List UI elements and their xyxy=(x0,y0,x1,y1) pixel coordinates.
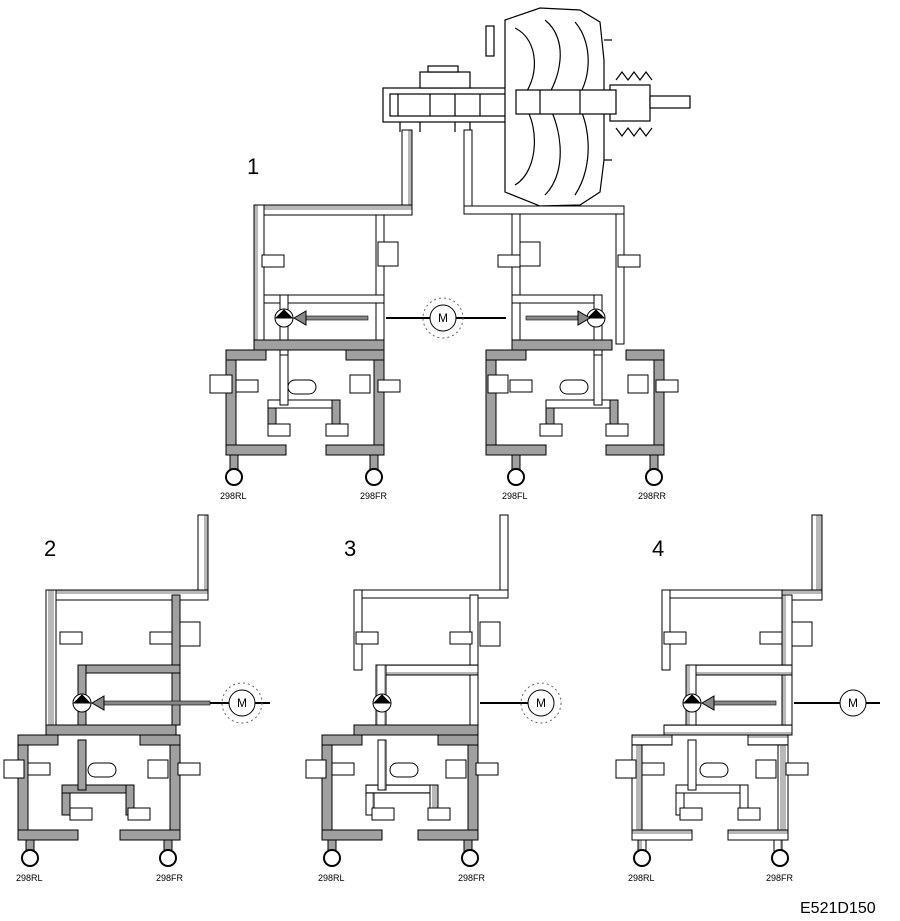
pump-icon xyxy=(682,693,702,713)
pump-direction-arrow xyxy=(701,695,777,711)
panel-label-3: 3 xyxy=(344,536,356,561)
wheel-label: 298RR xyxy=(638,491,667,501)
pump-icon xyxy=(372,693,392,713)
wheel-brake-icon xyxy=(323,849,479,867)
pump-icon xyxy=(586,308,606,328)
pump-icon xyxy=(274,308,294,328)
motor-symbol: M xyxy=(536,696,546,710)
wheel-label: 298FR xyxy=(458,873,486,883)
motor-icon: M xyxy=(520,682,562,724)
wheel-label: 298RL xyxy=(318,873,345,883)
solenoid-valve-icon xyxy=(615,621,813,821)
solenoid-valve-icon xyxy=(305,621,501,821)
accumulator-icon xyxy=(559,379,589,395)
panel-label-1: 1 xyxy=(247,154,259,179)
accumulator-icon xyxy=(699,762,729,778)
wheel-label: 298FR xyxy=(766,873,794,883)
solenoid-valve-icon xyxy=(3,621,201,821)
wheel-brake-icon xyxy=(21,849,177,867)
wheel-label: 298RL xyxy=(220,491,247,501)
motor-icon: M xyxy=(221,682,263,724)
panel-4: 4 xyxy=(615,514,880,883)
wheel-label: 298RL xyxy=(628,873,655,883)
figure-reference: E521D150 xyxy=(800,900,876,917)
brake-booster-icon xyxy=(382,7,691,207)
wheel-label: 298FR xyxy=(156,873,184,883)
panel-label-2: 2 xyxy=(44,536,56,561)
wheel-brake-icon xyxy=(225,468,663,486)
motor-symbol: M xyxy=(438,311,448,325)
accumulator-icon xyxy=(87,762,117,778)
pump-icon xyxy=(72,693,92,713)
panel-1-right-circuit xyxy=(485,213,665,474)
solenoid-valve-icon xyxy=(209,241,401,437)
panel-1-left-circuit xyxy=(225,214,385,474)
motor-symbol: M xyxy=(237,696,247,710)
pump-direction-arrow xyxy=(525,310,591,326)
wheel-label: 298RL xyxy=(16,873,43,883)
motor-icon: M xyxy=(839,689,867,717)
panel-1: 1 xyxy=(209,154,679,501)
accumulator-icon xyxy=(389,762,419,778)
motor-icon: M xyxy=(422,297,464,339)
solenoid-valve-icon xyxy=(487,241,679,437)
panel-label-4: 4 xyxy=(652,536,664,561)
panel-3: 3 M xyxy=(305,514,562,883)
pump-direction-arrow xyxy=(91,695,211,711)
motor-symbol: M xyxy=(848,696,858,710)
wheel-label: 298FL xyxy=(502,491,528,501)
wheel-label: 298FR xyxy=(360,491,388,501)
panel-2: 2 xyxy=(3,514,270,883)
accumulator-icon xyxy=(287,379,317,395)
pump-direction-arrow xyxy=(293,310,369,326)
wheel-brake-icon xyxy=(633,849,789,867)
supply-lines xyxy=(253,129,625,346)
